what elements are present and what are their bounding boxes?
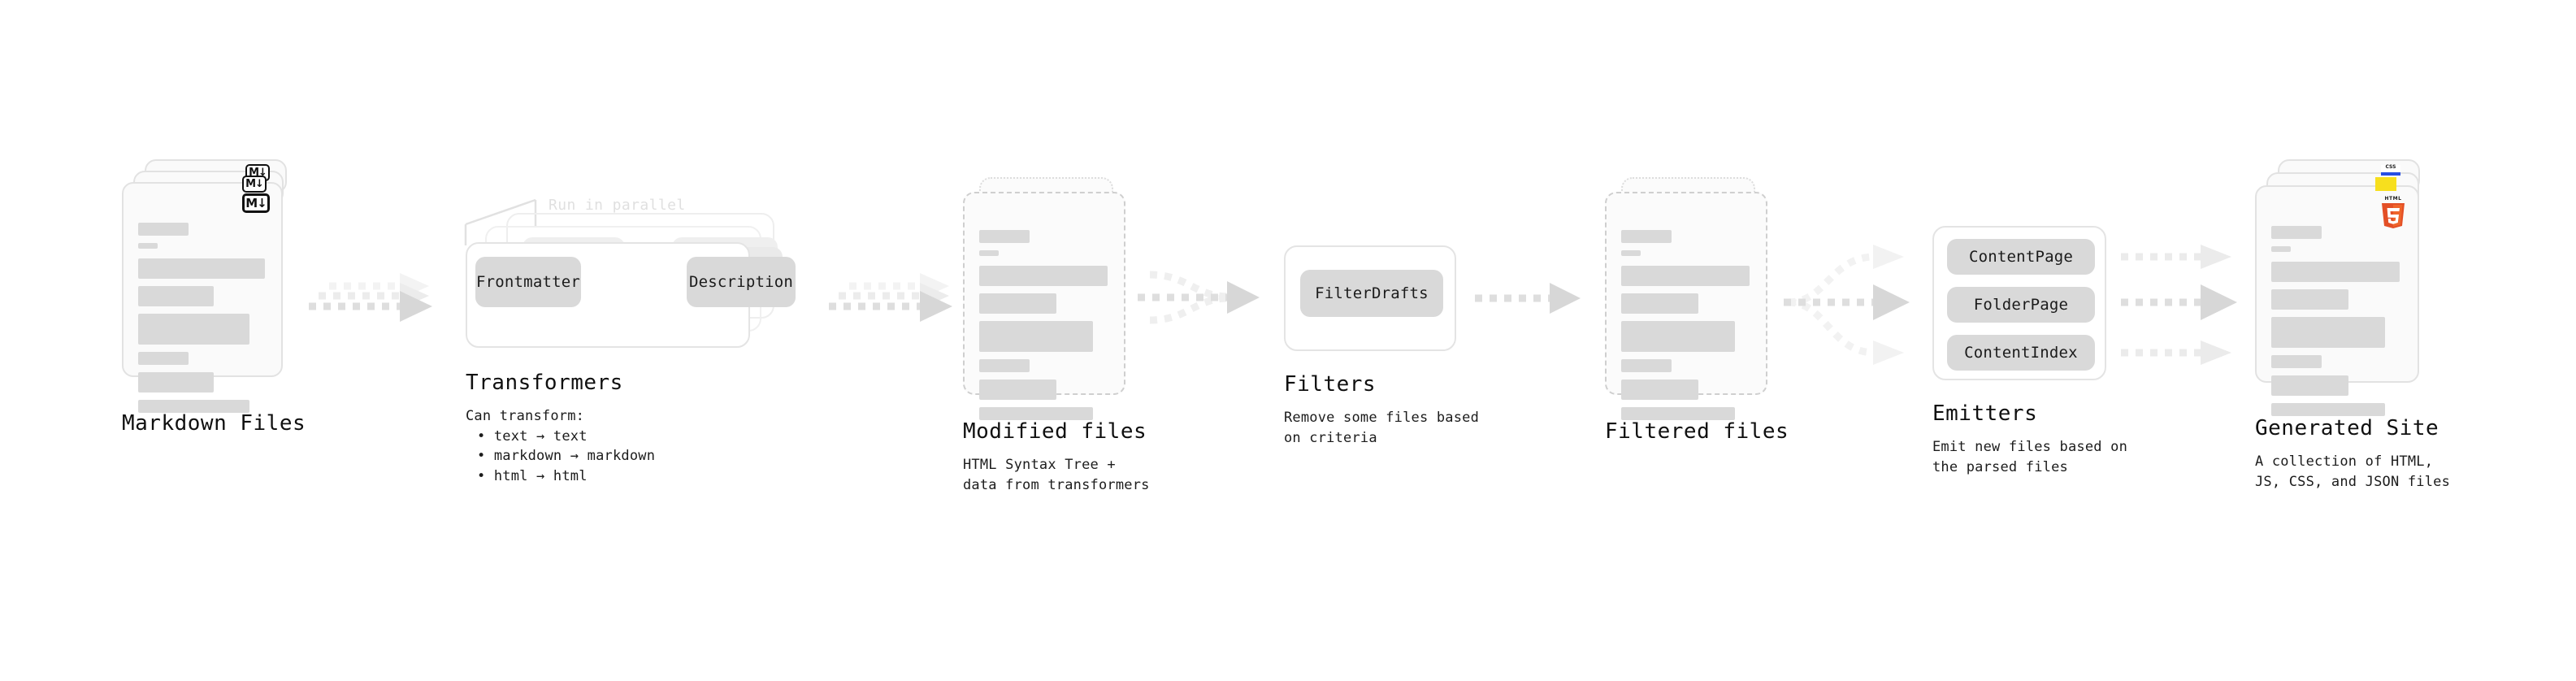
markdown-sheet-front: M↓ — [122, 182, 283, 413]
stage-generated-site: CSS HTML — [2255, 159, 2450, 490]
chip-filter-drafts-label: FilterDrafts — [1315, 284, 1429, 302]
transformers-intro: Can transform: — [466, 408, 585, 424]
arrow-triple-stacked-icon — [829, 273, 952, 322]
markdown-badge-mid: M↓ — [242, 176, 267, 193]
filters-group-box: FilterDrafts — [1284, 245, 1456, 351]
chip-frontmatter-label: Frontmatter — [475, 273, 581, 291]
modified-files-title: Modified files — [963, 419, 1147, 444]
filtered-sheet-front — [1605, 192, 1767, 420]
markdown-files-title: Markdown Files — [122, 411, 306, 436]
stage-filters: FilterDrafts Filters Remove some files b… — [1284, 245, 1479, 446]
html5-logo-icon: HTML — [2382, 196, 2405, 228]
transformers-bullet-1: • text → text — [477, 427, 588, 445]
generated-site-stack: CSS HTML — [2255, 159, 2434, 416]
chip-content-page-label: ContentPage — [1968, 248, 2074, 266]
markdown-badge-back-text: M↓ — [249, 167, 267, 179]
markdown-files-caption: Markdown Files — [122, 411, 306, 447]
filters-subtitle: Remove some files based on criteria — [1284, 408, 1479, 448]
arrow-markdown-to-transformers — [309, 270, 455, 335]
arrow-split-icon — [1784, 245, 1910, 365]
css-badge-text: CSS — [2385, 164, 2396, 170]
markdown-file-stack: M↓ M↓ M↓ — [122, 159, 297, 413]
chip-frontmatter[interactable]: Frontmatter — [475, 257, 581, 307]
transformers-bullet-3: • html → html — [477, 467, 588, 484]
stage-filtered-files: Filtered files — [1605, 177, 1789, 444]
stage-markdown-files: M↓ M↓ M↓ Markdown Files — [122, 159, 306, 436]
emitters-sub-1: Emit new files based on — [1932, 439, 2128, 455]
emitters-group-box: ContentPage FolderPage ContentIndex — [1932, 226, 2106, 380]
filters-caption: Filters Remove some files based on crite… — [1284, 372, 1479, 448]
emitters-subtitle: Emit new files based on the parsed files — [1932, 437, 2127, 477]
arrow-transformers-to-modified — [829, 270, 975, 335]
arrow-emitters-to-site — [2121, 236, 2267, 374]
filters-title: Filters — [1284, 372, 1377, 397]
modified-sub-2: data from transformers — [963, 476, 1150, 493]
arrow-modified-to-filters — [1138, 260, 1284, 349]
emitters-sub-2: the parsed files — [1932, 458, 2068, 475]
arrow-filters-to-filtered — [1475, 278, 1593, 327]
generated-site-caption: Generated Site A collection of HTML, JS,… — [2255, 416, 2450, 492]
transformers-title: Transformers — [466, 371, 623, 395]
js-badge — [2375, 177, 2396, 191]
svg-text:HTML: HTML — [2385, 196, 2402, 202]
emitters-caption: Emitters Emit new files based on the par… — [1932, 401, 2127, 477]
chip-content-page[interactable]: ContentPage — [1947, 239, 2095, 275]
stage-modified-files: Modified files HTML Syntax Tree + data f… — [963, 177, 1149, 493]
modified-skeleton — [979, 230, 1109, 427]
modified-file-stack — [963, 177, 1134, 420]
filtered-file-stack — [1605, 177, 1776, 420]
filters-sub-2: on criteria — [1284, 429, 1377, 446]
generated-sub-2: JS, CSS, and JSON files — [2255, 473, 2451, 490]
run-in-parallel-label: Run in parallel — [549, 197, 686, 214]
site-sheet-front: HTML — [2255, 185, 2419, 416]
chip-description[interactable]: Description — [687, 257, 796, 307]
css-badge: CSS — [2381, 165, 2400, 176]
modified-sheet-front — [963, 192, 1125, 420]
emitters-title: Emitters — [1932, 401, 2038, 426]
transformers-caption: Transformers Can transform: • text → tex… — [466, 371, 655, 487]
chip-folder-page[interactable]: FolderPage — [1947, 287, 2095, 323]
markdown-badge: M↓ — [242, 193, 270, 213]
modified-sub-1: HTML Syntax Tree + — [963, 457, 1116, 473]
html5-badge: HTML — [2379, 193, 2408, 228]
chip-content-index[interactable]: ContentIndex — [1947, 335, 2095, 371]
modified-files-subtitle: HTML Syntax Tree + data from transformer… — [963, 455, 1150, 495]
arrow-triple-merge-icon — [2121, 245, 2237, 365]
modified-files-caption: Modified files HTML Syntax Tree + data f… — [963, 419, 1150, 495]
generated-sub-1: A collection of HTML, — [2255, 453, 2434, 470]
markdown-badge-mid-text: M↓ — [245, 178, 264, 190]
stage-emitters: ContentPage FolderPage ContentIndex Emit… — [1932, 226, 2127, 475]
arrow-filtered-to-emitters — [1784, 236, 1934, 374]
arrow-merge-icon — [1138, 271, 1260, 324]
markdown-badge-text: M↓ — [245, 195, 267, 210]
generated-site-subtitle: A collection of HTML, JS, CSS, and JSON … — [2255, 452, 2450, 492]
markdown-skeleton — [138, 223, 267, 420]
chip-folder-page-label: FolderPage — [1973, 296, 2069, 314]
transformers-bullet-2: • markdown → markdown — [477, 448, 656, 465]
site-skeleton — [2271, 226, 2403, 423]
chip-description-label: Description — [688, 273, 794, 291]
transformers-subtitle: Can transform: • text → text • markdown … — [466, 406, 655, 487]
generated-site-title: Generated Site — [2255, 416, 2439, 440]
arrow-triple-stacked-icon — [309, 273, 432, 322]
filtered-files-caption: Filtered files — [1605, 419, 1789, 455]
arrow-single-icon — [1475, 283, 1581, 314]
filtered-files-title: Filtered files — [1605, 419, 1789, 444]
filters-sub-1: Remove some files based — [1284, 410, 1480, 426]
chip-content-index-label: ContentIndex — [1964, 344, 2078, 362]
chip-filter-drafts[interactable]: FilterDrafts — [1300, 270, 1443, 317]
filtered-skeleton — [1621, 230, 1751, 427]
